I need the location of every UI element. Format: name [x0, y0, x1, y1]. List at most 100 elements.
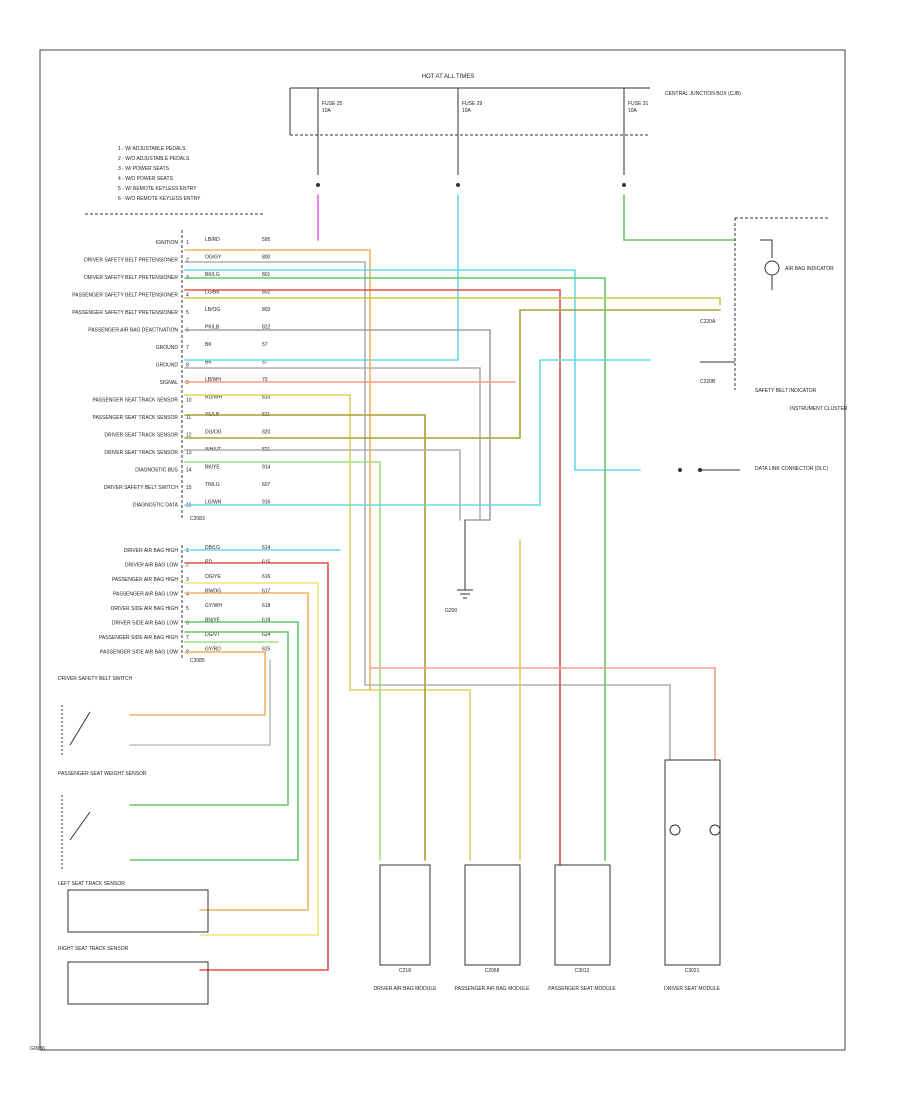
module-top-pin-number: 1	[186, 240, 189, 246]
module-bottom-circuit-number: 625	[262, 647, 271, 653]
module-top-pin-label: DRIVER SEAT TRACK SENSOR	[104, 433, 178, 439]
module-top-wire-color: LG/BK	[205, 290, 220, 296]
sensor-passenger-seat-weight: PASSENGER SEAT WEIGHT SENSOR	[58, 771, 147, 870]
module-top-circuit-number: 801	[262, 272, 271, 278]
module-bottom-pin-label: PASSENGER AIR BAG HIGH	[112, 577, 178, 583]
module-bottom-circuit-number: 619	[262, 618, 271, 624]
module-top-pin-label: SIGNAL	[160, 380, 179, 386]
fuse-25-label: FUSE 25	[322, 101, 343, 107]
module-bottom-wire-color: BN/YE	[205, 618, 221, 624]
footer-code: G0036	[30, 1046, 45, 1052]
fuse-25-rating: 10A	[322, 108, 332, 114]
driver-air-bag-label: DRIVER AIR BAG MODULE	[373, 986, 437, 992]
driver-seat-module: DRIVER SEAT MODULE C3021	[664, 759, 721, 992]
module-bottom-wire-color: GY/RD	[205, 647, 221, 653]
sensor-driver-belt-switch-label: DRIVER SAFETY BELT SWITCH	[58, 676, 133, 682]
module-top-pin-number: 7	[186, 345, 189, 351]
module-top-wire-color: BK	[205, 342, 212, 348]
module-bottom-pin-label: PASSENGER SIDE AIR BAG LOW	[100, 650, 178, 656]
module-top-circuit-number: 57	[262, 342, 268, 348]
module-bottom-circuit-number: 624	[262, 632, 271, 638]
cluster-connector-b: C220B	[700, 379, 716, 385]
module-top-pin-number: 9	[186, 380, 189, 386]
module-bottom-pin-label: PASSENGER SIDE AIR BAG HIGH	[99, 635, 178, 641]
driver-seat-module-conn: C3021	[685, 968, 700, 974]
module-bottom-wire-color: DG/VT	[205, 632, 220, 638]
module-top-pin-label: DRIVER SEAT TRACK SENSOR	[104, 450, 178, 456]
module-top-circuit-number: 916	[262, 500, 271, 506]
module-top-wire-color: BK/LG	[205, 272, 220, 278]
module-top-pin-number: 14	[186, 468, 192, 474]
sensor-left-seat-track: LEFT SEAT TRACK SENSOR	[58, 881, 209, 933]
module-bottom-pin-number: 5	[186, 606, 189, 612]
module-top-circuit-number: 800	[262, 255, 271, 261]
module-top-wire-color: BK/YE	[205, 465, 220, 471]
module-bottom-pin-label: DRIVER SIDE AIR BAG LOW	[112, 621, 178, 627]
safety-belt-indicator-label: SAFETY BELT INDICATOR	[755, 388, 817, 394]
module-top-pin-label: PASSENGER SEAT TRACK SENSOR	[93, 398, 179, 404]
module-top-circuit-number: 70	[262, 377, 268, 383]
fuse-box: HOT AT ALL TIMES FUSE 25 10A FUSE 29 10A…	[289, 74, 741, 148]
sensor-passenger-weight-label: PASSENGER SEAT WEIGHT SENSOR	[58, 771, 147, 777]
module-top-wire-color: LB/OG	[205, 307, 220, 313]
module-bottom-wire-color: BN/OG	[205, 589, 221, 595]
ground-g200: G200	[445, 520, 473, 614]
module-top-pin-label: DIAGNOSTIC BUS	[135, 468, 178, 474]
module-top-wire-color: PK/LB	[205, 325, 220, 331]
module-top-pin-number: 5	[186, 310, 189, 316]
module-top-circuit-number: 607	[262, 482, 271, 488]
passenger-seat-module: PASSENGER SEAT MODULE C3012	[548, 864, 616, 992]
fuse-29-label: FUSE 29	[462, 101, 483, 107]
module-bottom-pin-number: 1	[186, 548, 189, 554]
module-top-pin-number: 11	[186, 415, 191, 421]
module-top-pin-label: PASSENGER AIR BAG DEACTIVATION	[88, 328, 178, 334]
module-top-pin-label: DRIVER SAFETY BELT PRETENSIONER	[84, 275, 178, 281]
note-5: 5 - W/ REMOTE KEYLESS ENTRY	[118, 186, 197, 192]
module-bottom-pin-number: 3	[186, 577, 189, 583]
note-4: 4 - W/O POWER SEATS	[118, 176, 174, 182]
passenger-air-bag-module: PASSENGER AIR BAG MODULE C2068	[455, 864, 530, 992]
module-top-circuit-number: 803	[262, 307, 271, 313]
module-top-wire-color: TN/LG	[205, 482, 220, 488]
driver-air-bag-module: DRIVER AIR BAG MODULE C218	[373, 864, 437, 992]
module-bottom-wire-color: GY/WH	[205, 603, 222, 609]
sensor-right-track-label: RIGHT SEAT TRACK SENSOR	[58, 946, 129, 952]
note-2: 2 - W/O ADJUSTABLE PEDALS	[118, 156, 190, 162]
module-top-pin-label: GROUND	[156, 363, 179, 369]
passenger-seat-module-conn: C3012	[575, 968, 590, 974]
module-top-pin-number: 12	[186, 433, 192, 439]
module-top-pin-label: GROUND	[156, 345, 179, 351]
module-top-wire-color: DG/OG	[205, 430, 222, 436]
data-link-connector: DATA LINK CONNECTOR (DLC)	[678, 466, 828, 472]
module-connector-bottom: C2085	[190, 658, 205, 664]
instrument-cluster-label: INSTRUMENT CLUSTER	[790, 406, 848, 412]
module-top-pin-label: IGNITION	[156, 240, 179, 246]
fuse-31-label: FUSE 31	[628, 101, 649, 107]
note-6: 6 - W/O REMOTE KEYLESS ENTRY	[118, 196, 201, 202]
module-bottom-pin-label: DRIVER AIR BAG LOW	[125, 563, 178, 569]
module-connector-top: C2083	[190, 516, 205, 522]
module-bottom-circuit-number: 616	[262, 574, 271, 580]
module-bottom-pin-number: 7	[186, 635, 189, 641]
air-bag-indicator-icon	[764, 260, 780, 276]
module-top-wire-color: BK	[205, 360, 212, 366]
fuse-29-rating: 10A	[462, 108, 472, 114]
module-top-wire-color: LB/WH	[205, 377, 221, 383]
sensor-left-track-label: LEFT SEAT TRACK SENSOR	[58, 881, 125, 887]
notes-block: 1 - W/ ADJUSTABLE PEDALS 2 - W/O ADJUSTA…	[85, 146, 265, 215]
module-top-pin-label: DIAGNOSTIC DATA	[133, 503, 179, 509]
module-top-pin-number: 10	[186, 398, 192, 404]
module-top-pin-number: 8	[186, 363, 189, 369]
module-top-wire-color: LG/WH	[205, 500, 222, 506]
note-1: 1 - W/ ADJUSTABLE PEDALS	[118, 146, 186, 152]
module-top-circuit-number: 810	[262, 395, 271, 401]
diagram-frame	[39, 49, 846, 1051]
driver-seat-module-label: DRIVER SEAT MODULE	[664, 986, 720, 992]
module-bottom-pin-label: DRIVER SIDE AIR BAG HIGH	[111, 606, 179, 612]
module-top-circuit-number: 914	[262, 465, 271, 471]
instrument-cluster: AIR BAG INDICATOR C220A C220B SAFETY BEL…	[700, 217, 848, 412]
module-top-pin-number: 15	[186, 485, 192, 491]
